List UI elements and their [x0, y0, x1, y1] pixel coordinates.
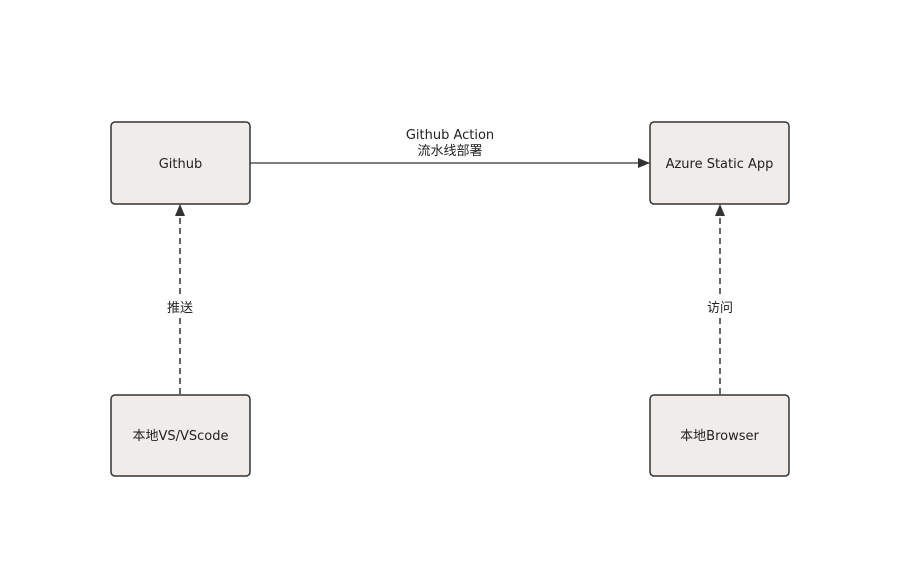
push-label-bg	[162, 298, 198, 318]
node-local-vs: 本地VS/VScode	[110, 394, 251, 477]
node-local-browser-box	[649, 394, 790, 477]
node-local-vs-label: 本地VS/VScode	[132, 429, 228, 444]
node-github-label: Github	[159, 157, 203, 172]
node-local-vs-box	[110, 394, 251, 477]
node-azure-label: Azure Static App	[666, 157, 774, 172]
node-local-browser-label: 本地Browser	[680, 429, 759, 444]
deploy-label-line1: Github Action	[406, 128, 494, 143]
visit-label-bg	[702, 298, 738, 318]
edge-local-browser-to-azure: 访问	[702, 204, 738, 394]
visit-label: 访问	[707, 301, 733, 316]
node-github: Github	[110, 121, 251, 205]
edge-local-vs-to-github: 推送	[162, 204, 198, 394]
node-github-box	[110, 121, 251, 205]
push-label: 推送	[167, 301, 193, 316]
node-azure-box	[649, 121, 790, 205]
node-local-browser: 本地Browser	[649, 394, 790, 477]
edge-github-to-azure: Github Action 流水线部署	[250, 128, 650, 168]
deploy-label-line2: 流水线部署	[417, 144, 482, 159]
node-azure-static-app: Azure Static App	[649, 121, 790, 205]
